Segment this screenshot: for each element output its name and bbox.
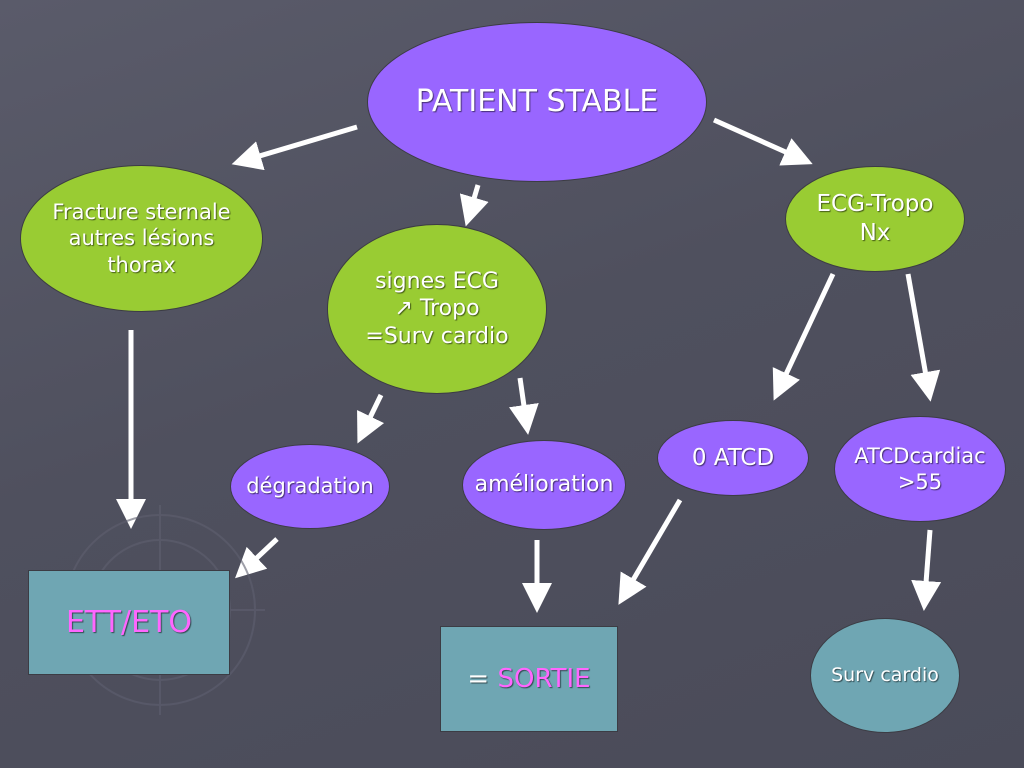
arrow-signes-to-degradation	[357, 393, 385, 444]
arrow-degradation-to-ett	[235, 537, 279, 579]
arrow-atcd-cardiac-to-surv-cardio	[911, 529, 942, 611]
node-patient-stable: PATIENT STABLE	[367, 22, 707, 182]
node-zero-atcd: 0 ATCD	[657, 420, 809, 496]
zero-atcd-label: 0 ATCD	[691, 444, 775, 471]
node-degradation: dégradation	[230, 444, 390, 529]
node-surv-cardio: Surv cardio	[810, 618, 960, 733]
sortie-prefix: =	[467, 663, 498, 694]
amelioration-label: amélioration	[474, 472, 614, 498]
arrow-stable-to-ecg-tropo	[712, 117, 813, 166]
arrow-signes-to-amelioration	[509, 377, 539, 435]
node-sortie: = SORTIE	[440, 626, 618, 732]
surv-cardio-label: Surv cardio	[831, 663, 939, 686]
arrow-ecg-tropo-to-zero-atcd	[772, 272, 836, 401]
arrow-zero-atcd-to-sortie	[618, 498, 683, 605]
signes-ecg-label: signes ECG ↗ Tropo =Surv cardio	[365, 268, 509, 349]
patient-stable-label: PATIENT STABLE	[415, 84, 659, 120]
degradation-label: dégradation	[246, 474, 374, 499]
node-ett-eto: ETT/ETO	[28, 570, 230, 675]
arrow-ecg-tropo-to-atcd-cardiac	[905, 273, 941, 402]
node-ecg-tropo: ECG-Tropo Nx	[785, 166, 965, 272]
node-signes-ecg: signes ECG ↗ Tropo =Surv cardio	[327, 224, 547, 394]
arrow-stable-to-signes	[459, 184, 489, 227]
sortie-label: SORTIE	[497, 663, 591, 694]
atcd-cardiac-label: ATCDcardiac >55	[854, 443, 986, 494]
arrow-stable-to-fracture	[231, 124, 358, 171]
node-fracture-sternale: Fracture sternale autres lésions thorax	[20, 165, 263, 312]
ecg-tropo-label: ECG-Tropo Nx	[816, 191, 934, 246]
node-amelioration: amélioration	[462, 440, 626, 530]
node-atcd-cardiac: ATCDcardiac >55	[834, 416, 1006, 522]
fracture-label: Fracture sternale autres lésions thorax	[52, 200, 231, 277]
ett-eto-label: ETT/ETO	[65, 604, 193, 640]
